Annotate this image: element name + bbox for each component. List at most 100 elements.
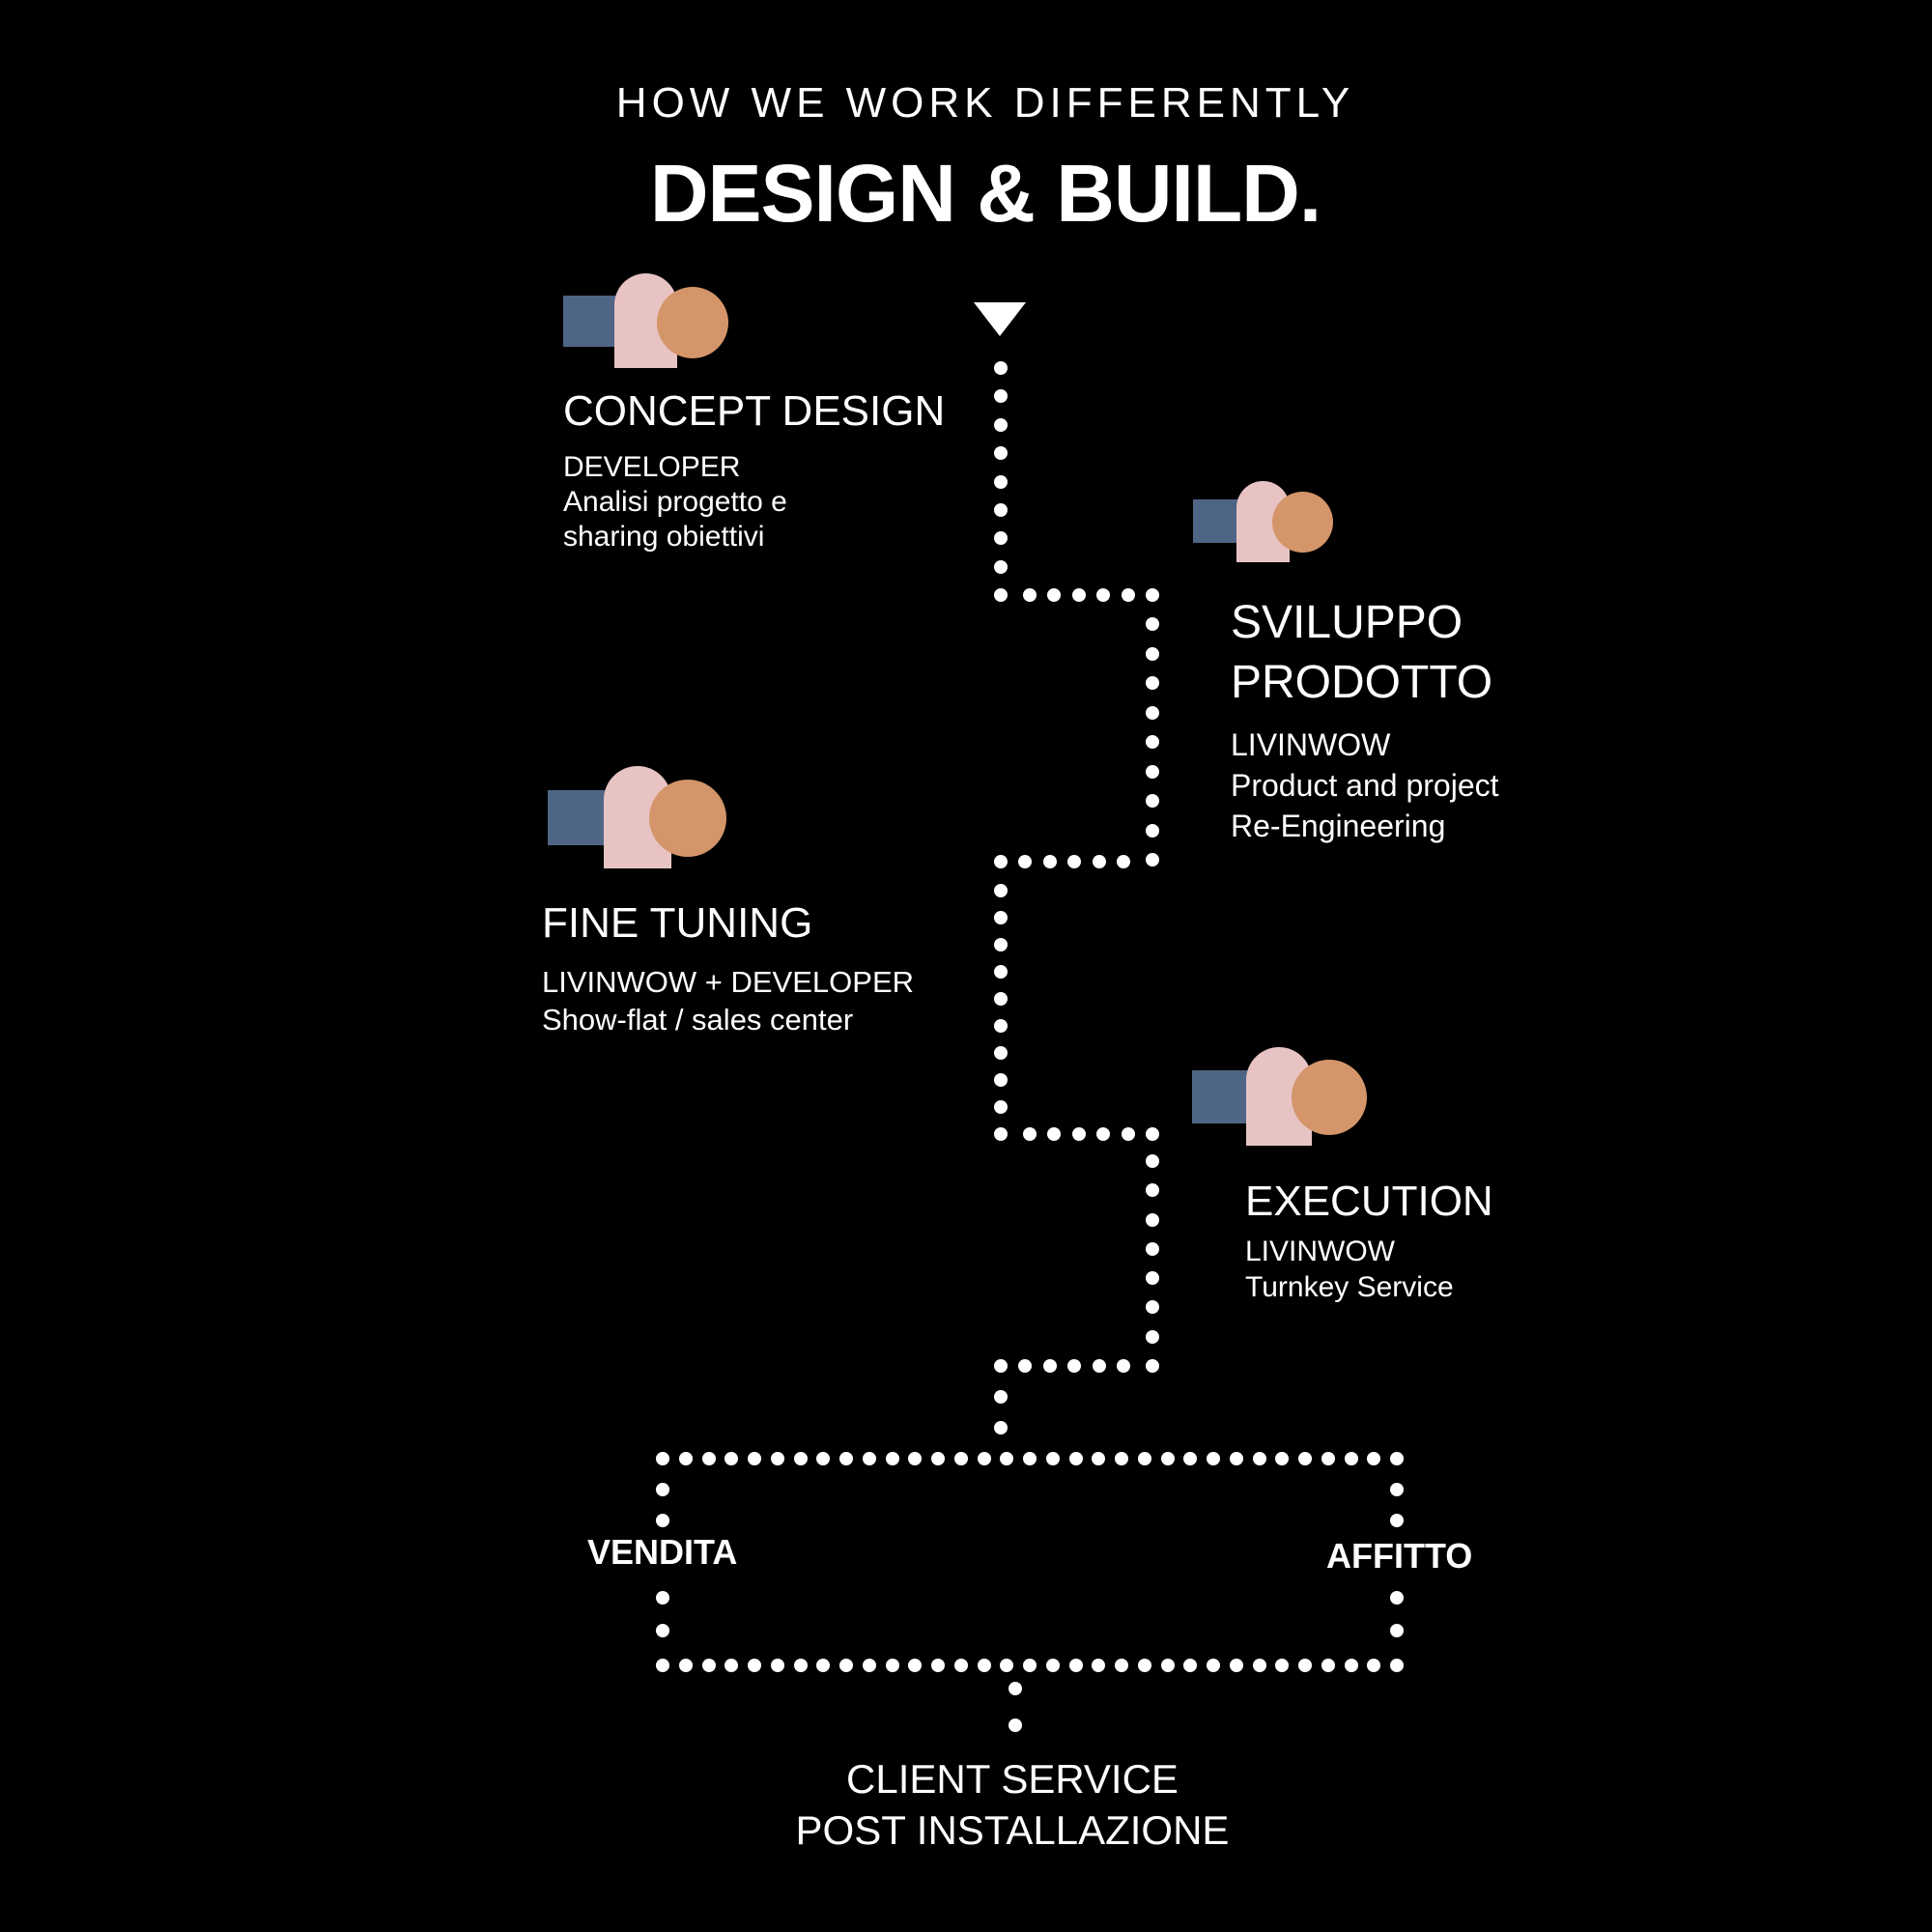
path-dot bbox=[1093, 1359, 1106, 1373]
page-title: DESIGN & BUILD. bbox=[649, 148, 1321, 239]
path-dot bbox=[1146, 706, 1159, 720]
path-dot bbox=[1046, 1659, 1060, 1672]
logo-circle-icon bbox=[657, 287, 728, 358]
path-dot bbox=[748, 1659, 761, 1672]
path-dot bbox=[1146, 676, 1159, 690]
path-dot bbox=[994, 418, 1008, 432]
path-dot bbox=[978, 1659, 991, 1672]
step-title-concept-design: CONCEPT DESIGN bbox=[563, 387, 946, 435]
path-dot bbox=[994, 503, 1008, 517]
path-dot bbox=[994, 1127, 1008, 1141]
path-dot bbox=[1093, 855, 1106, 868]
path-dot bbox=[1069, 1659, 1083, 1672]
path-dot bbox=[656, 1624, 669, 1637]
start-triangle-icon bbox=[974, 302, 1026, 336]
path-dot bbox=[1072, 588, 1086, 602]
path-dot bbox=[1018, 855, 1032, 868]
path-dot bbox=[1345, 1452, 1358, 1465]
path-dot bbox=[994, 1019, 1008, 1033]
path-dot bbox=[656, 1452, 669, 1465]
path-dot bbox=[994, 992, 1008, 1006]
path-dot bbox=[656, 1514, 669, 1527]
path-dot bbox=[724, 1452, 738, 1465]
path-dot bbox=[771, 1659, 784, 1672]
path-dot bbox=[1390, 1624, 1404, 1637]
path-dot bbox=[1146, 647, 1159, 661]
path-dot bbox=[1183, 1452, 1197, 1465]
path-dot bbox=[1146, 588, 1159, 602]
path-dot bbox=[1092, 1452, 1105, 1465]
path-dot bbox=[1390, 1452, 1404, 1465]
logo-circle-icon bbox=[649, 780, 726, 857]
path-dot bbox=[1183, 1659, 1197, 1672]
path-dot bbox=[1117, 855, 1130, 868]
path-dot bbox=[994, 1046, 1008, 1060]
path-dot bbox=[724, 1659, 738, 1672]
path-dot bbox=[1230, 1659, 1243, 1672]
step-title-sviluppo-1: SVILUPPO bbox=[1231, 597, 1463, 648]
path-dot bbox=[1321, 1452, 1335, 1465]
path-dot bbox=[839, 1452, 853, 1465]
path-dot bbox=[886, 1659, 899, 1672]
path-dot bbox=[908, 1452, 922, 1465]
path-dot bbox=[794, 1659, 808, 1672]
step-line-sviluppo-1: Product and project bbox=[1231, 768, 1499, 803]
path-dot bbox=[954, 1452, 968, 1465]
step-logo-fine-tuning bbox=[548, 766, 727, 870]
path-dot bbox=[1230, 1452, 1243, 1465]
path-dot bbox=[1207, 1659, 1220, 1672]
path-dot bbox=[994, 1390, 1008, 1404]
path-dot bbox=[1146, 853, 1159, 867]
path-dot bbox=[908, 1659, 922, 1672]
step-logo-concept bbox=[563, 273, 729, 370]
path-dot bbox=[931, 1452, 945, 1465]
path-dot bbox=[1043, 855, 1057, 868]
step-title-execution: EXECUTION bbox=[1245, 1178, 1493, 1225]
path-dot bbox=[1146, 824, 1159, 838]
path-dot bbox=[1298, 1659, 1312, 1672]
step-line-concept-design-1: Analisi progetto e bbox=[563, 486, 787, 518]
step-logo-sviluppo bbox=[1193, 481, 1333, 564]
path-dot bbox=[679, 1452, 693, 1465]
path-dot bbox=[1275, 1452, 1289, 1465]
path-dot bbox=[656, 1483, 669, 1496]
path-dot bbox=[994, 560, 1008, 574]
path-dot bbox=[656, 1659, 669, 1672]
path-dot bbox=[1023, 1452, 1037, 1465]
path-dot bbox=[1146, 1330, 1159, 1344]
path-dot bbox=[994, 446, 1008, 460]
path-dot bbox=[1009, 1682, 1022, 1695]
path-dot bbox=[1345, 1659, 1358, 1672]
path-dot bbox=[931, 1659, 945, 1672]
step-subtitle-execution: LIVINWOW bbox=[1245, 1236, 1395, 1267]
path-dot bbox=[994, 531, 1008, 545]
path-dot bbox=[1023, 1659, 1037, 1672]
step-line-sviluppo-2: Re-Engineering bbox=[1231, 809, 1446, 843]
path-dot bbox=[1043, 1359, 1057, 1373]
path-dot bbox=[1146, 1242, 1159, 1256]
path-dot bbox=[978, 1452, 991, 1465]
logo-square-icon bbox=[563, 296, 617, 347]
path-dot bbox=[1009, 1719, 1022, 1732]
path-dot bbox=[679, 1659, 693, 1672]
path-dot bbox=[1018, 1359, 1032, 1373]
path-dot bbox=[1146, 617, 1159, 631]
path-dot bbox=[816, 1659, 830, 1672]
path-dot bbox=[1067, 1359, 1081, 1373]
path-dot bbox=[1047, 588, 1061, 602]
path-dot bbox=[863, 1452, 876, 1465]
logo-square-icon bbox=[1192, 1070, 1248, 1123]
path-dot bbox=[1023, 588, 1037, 602]
path-dot bbox=[1115, 1452, 1128, 1465]
path-dot bbox=[863, 1659, 876, 1672]
step-subtitle-concept-design: DEVELOPER bbox=[563, 451, 741, 483]
path-dot bbox=[1146, 1183, 1159, 1197]
path-dot bbox=[954, 1659, 968, 1672]
path-dot bbox=[1390, 1514, 1404, 1527]
path-dot bbox=[994, 1073, 1008, 1087]
path-dot bbox=[1321, 1659, 1335, 1672]
path-dot bbox=[702, 1659, 716, 1672]
path-dot bbox=[1072, 1127, 1086, 1141]
path-dot bbox=[994, 1421, 1008, 1435]
